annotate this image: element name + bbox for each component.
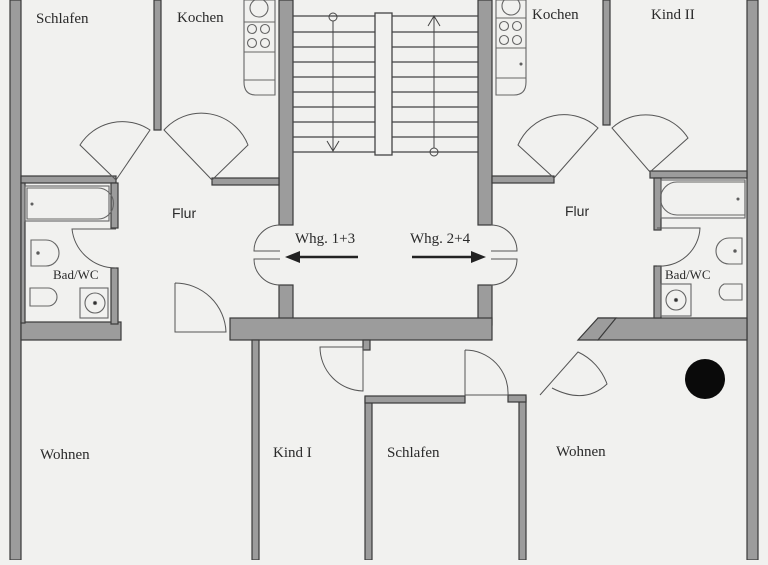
entry-arrows — [285, 251, 486, 263]
room-label-flur-left: Flur — [172, 205, 197, 221]
walls — [9, 0, 759, 561]
room-label-bad-wc-left: Bad/WC — [53, 267, 99, 282]
room-label-kochen-right: Kochen — [532, 7, 579, 23]
bath-left-fixtures — [24, 185, 114, 319]
room-label-schlafen-bottom: Schlafen — [387, 445, 440, 461]
location-marker — [685, 359, 725, 399]
room-label-schlafen-top-left: Schlafen — [36, 11, 89, 27]
room-label-flur-right: Flur — [565, 203, 590, 219]
bath-right-fixtures — [659, 179, 746, 317]
kitchen-right-counter — [495, 0, 527, 96]
room-label-bad-wc-right: Bad/WC — [665, 267, 711, 282]
room-label-kind-i: Kind I — [273, 445, 312, 461]
room-label-wohnen-left: Wohnen — [40, 447, 90, 463]
staircase — [293, 12, 478, 157]
room-label-kochen-left: Kochen — [177, 10, 224, 26]
kitchen-left-counter — [243, 0, 276, 96]
doors — [71, 112, 701, 396]
arrow-label-whg-1-3: Whg. 1+3 — [295, 231, 356, 247]
room-label-wohnen-right: Wohnen — [556, 444, 606, 460]
arrow-label-whg-2-4: Whg. 2+4 — [410, 231, 471, 247]
room-label-kind-ii: Kind II — [651, 7, 695, 23]
